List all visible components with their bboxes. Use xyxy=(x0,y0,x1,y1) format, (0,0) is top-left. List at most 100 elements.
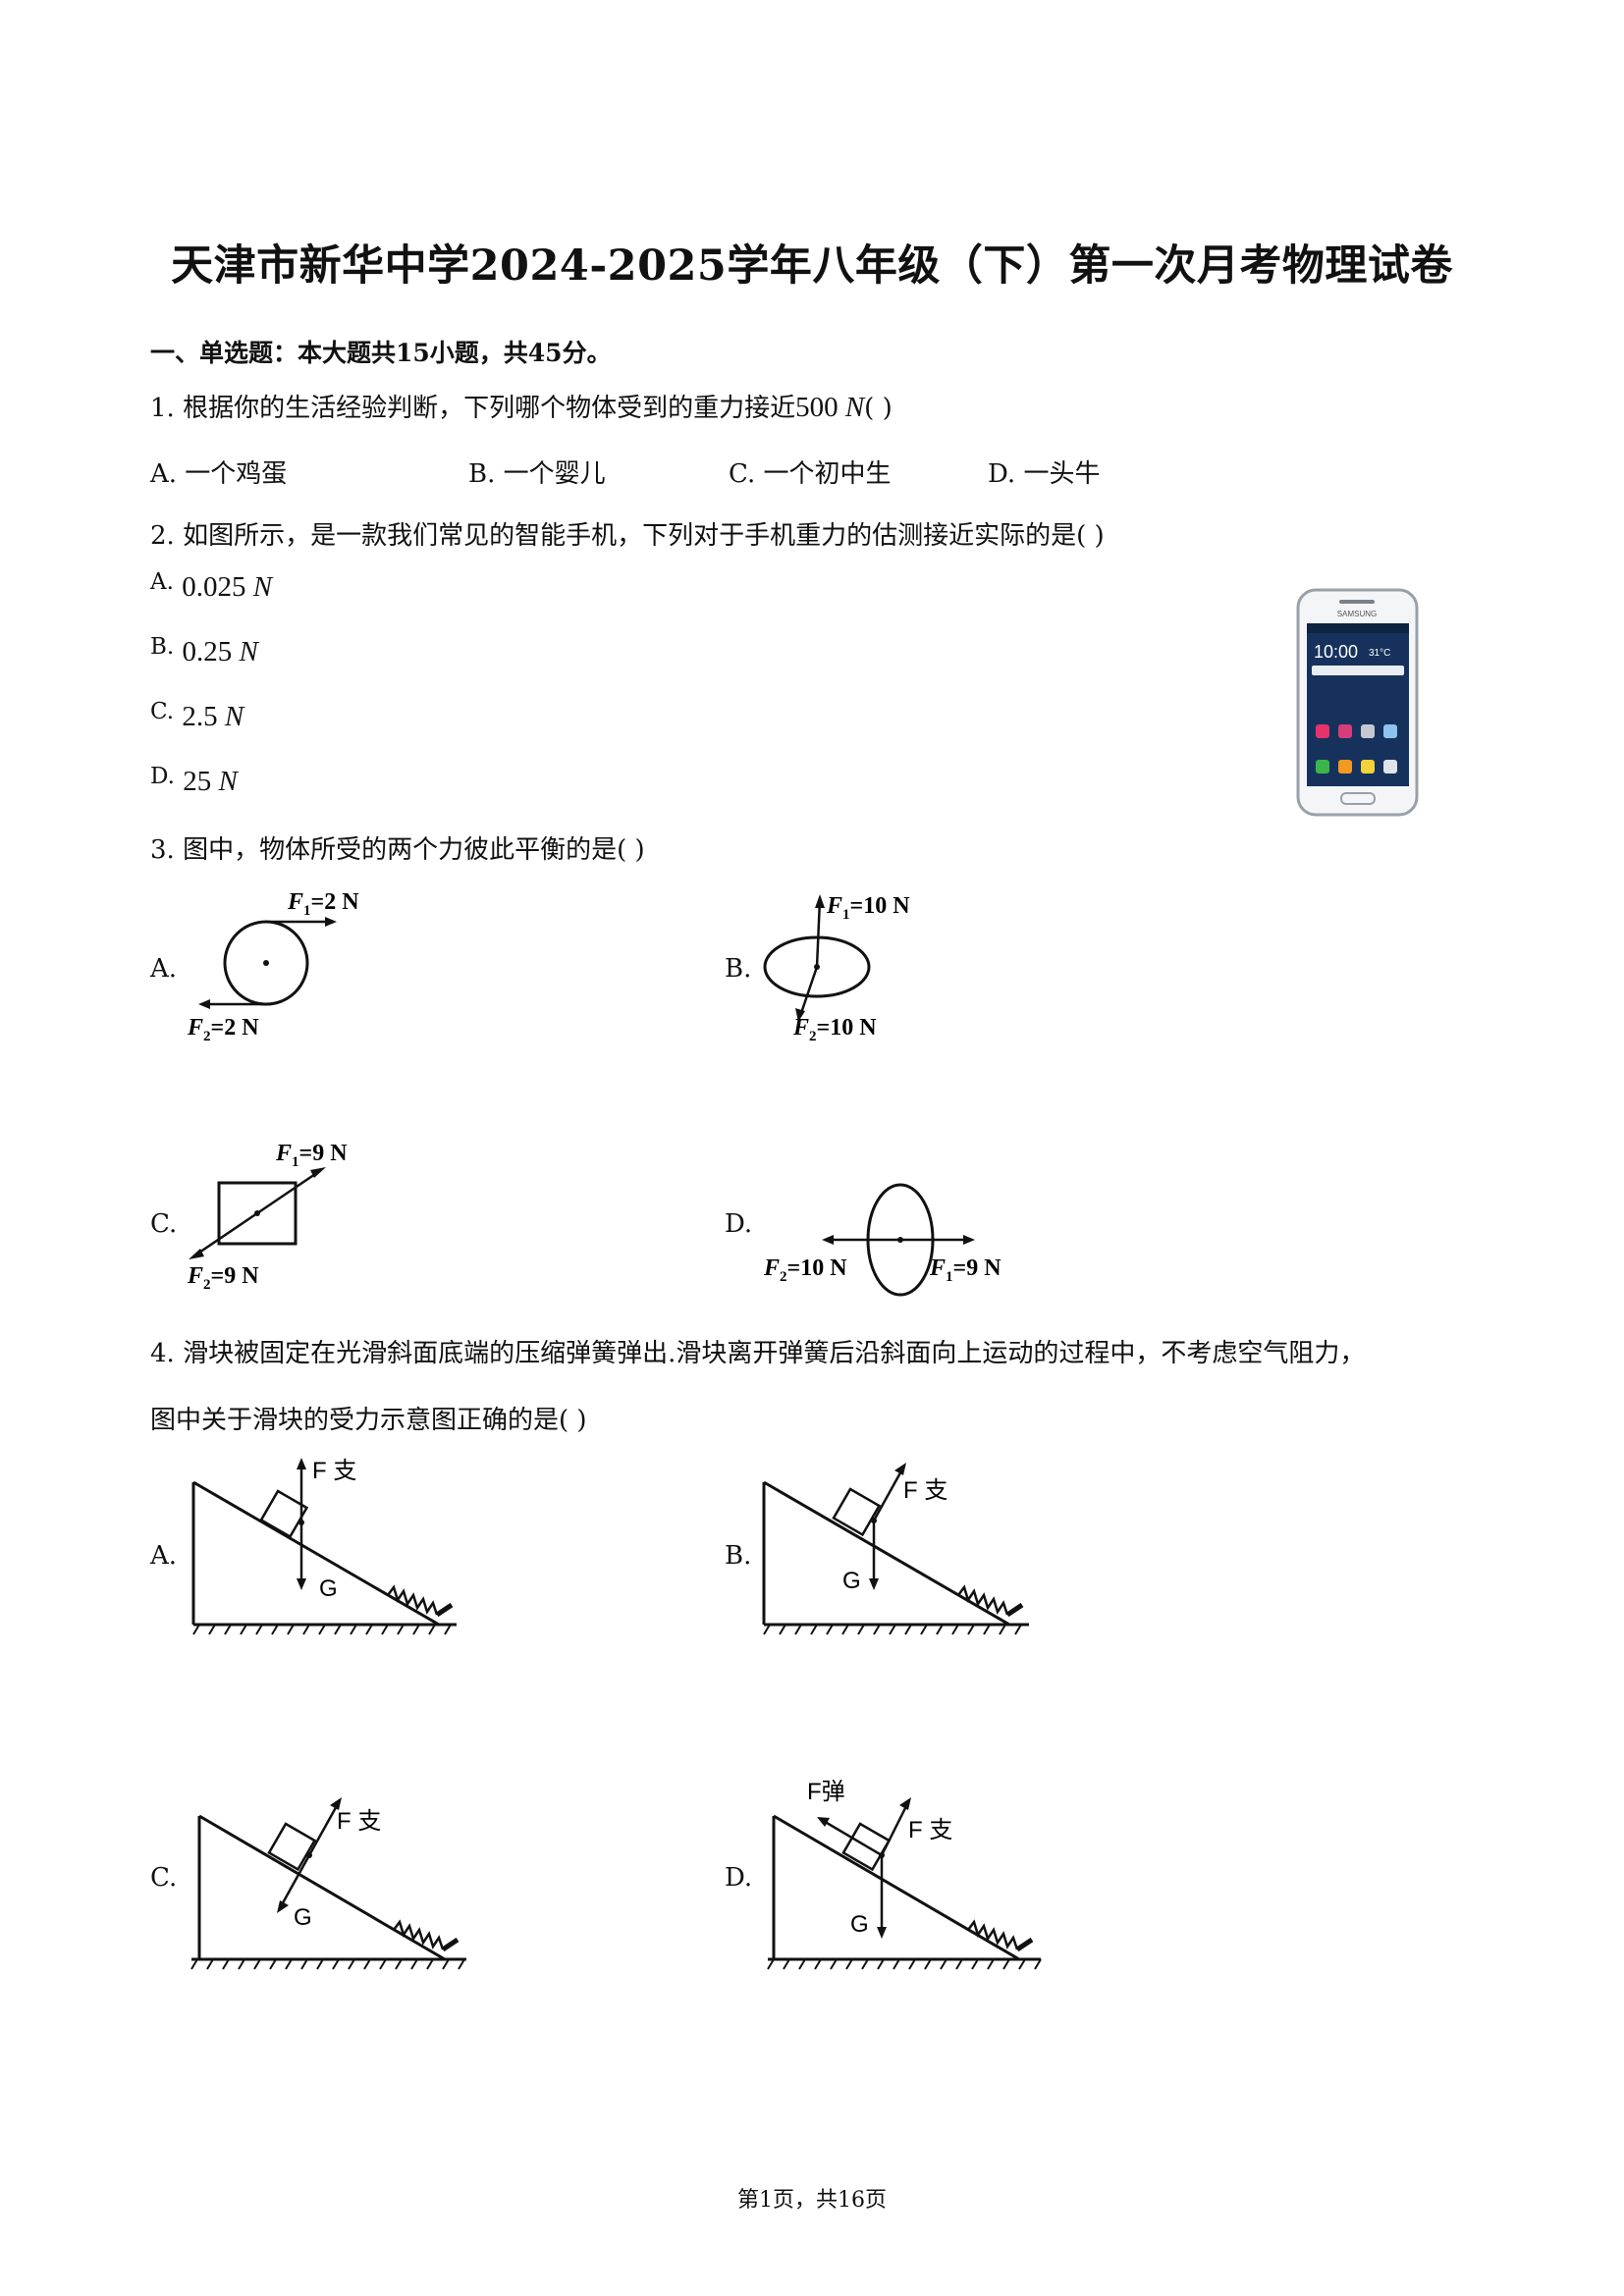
gravity-arrow xyxy=(278,1854,311,1909)
support-force-label: F 支 xyxy=(908,1817,952,1843)
phone-brand: SAMSUNG xyxy=(1337,610,1377,618)
arrowhead-icon xyxy=(297,1578,306,1590)
arrowhead-icon xyxy=(894,1463,906,1475)
f1-label: F1=2 N xyxy=(287,889,359,919)
q4-option-a-letter[interactable]: A. xyxy=(150,1541,178,1571)
question-2-text: 2. 如图所示，是一款我们常见的智能手机，下列对于手机重力的估测接近实际的是( … xyxy=(150,521,1105,551)
phone-home-button xyxy=(1340,792,1376,805)
spring-icon xyxy=(967,1919,1019,1950)
q2-option-c-unit: N xyxy=(224,701,244,732)
block-shape xyxy=(217,1181,298,1246)
spring-base xyxy=(1015,1937,1034,1952)
spring-base xyxy=(1005,1602,1024,1618)
incline xyxy=(762,1480,1029,1627)
q4-figure-b: F 支 G xyxy=(762,1463,1029,1635)
q4-figure-a: F 支 G xyxy=(191,1458,457,1635)
support-force-arrow xyxy=(872,1467,905,1522)
q4-option-d-letter[interactable]: D. xyxy=(725,1863,753,1893)
q3-figure-a: F1=2 N F2=2 N xyxy=(187,889,359,1043)
phone-clock: 10:00 xyxy=(1314,642,1358,662)
force-f2-arrow xyxy=(192,1211,258,1258)
f2-label: F2=10 N xyxy=(792,1015,877,1043)
q1-option-a[interactable]: A. 一个鸡蛋 xyxy=(150,459,288,489)
question-1: 1. 根据你的生活经验判断，下列哪个物体受到的重力接近500 N( ) xyxy=(150,388,893,424)
q3-option-b-letter[interactable]: B. xyxy=(725,954,752,984)
q2-option-a[interactable]: A. 0.025 N xyxy=(150,569,272,604)
gravity-label: G xyxy=(294,1904,312,1931)
app-icon xyxy=(1316,724,1329,738)
arrowhead-icon xyxy=(877,1927,887,1939)
ground-hatching xyxy=(763,1624,1022,1635)
q2-option-b-unit: N xyxy=(239,636,258,667)
arrowhead-icon xyxy=(869,1578,879,1590)
q3-option-a-letter[interactable]: A. xyxy=(150,954,178,984)
spring-base xyxy=(435,1602,454,1618)
spring-icon xyxy=(387,1584,439,1616)
spring-force-label: F弹 xyxy=(807,1779,845,1805)
q3-option-d-letter[interactable]: D. xyxy=(725,1209,753,1239)
force-f2-arrow xyxy=(798,966,819,1017)
q2-option-d-letter: D. xyxy=(150,764,175,789)
messages-app-icon xyxy=(1361,760,1375,774)
q2-option-d[interactable]: D. 25 N xyxy=(150,764,238,798)
app-icon xyxy=(1383,724,1397,738)
f1-label: F1=10 N xyxy=(826,893,910,923)
q2-option-b-letter: B. xyxy=(150,634,175,660)
spring-base xyxy=(441,1937,460,1952)
gravity-label: G xyxy=(842,1568,861,1594)
question-4-text-line-1: 4. 滑块被固定在光滑斜面底端的压缩弹簧弹出.滑块离开弹簧后沿斜面向上运动的过程… xyxy=(150,1339,1366,1368)
f1-label: F1=9 N xyxy=(275,1141,348,1170)
question-1-tail: ( ) xyxy=(864,394,893,423)
phone-screen xyxy=(1307,623,1409,786)
phone-app-grid xyxy=(1316,724,1397,774)
q2-option-c-value: 2.5 xyxy=(182,701,218,732)
contacts-app-icon xyxy=(1338,760,1352,774)
force-f1-arrow xyxy=(815,898,822,968)
arrowhead-icon xyxy=(899,1797,911,1810)
f2-label: F2=2 N xyxy=(187,1015,259,1043)
f2-label: F2=10 N xyxy=(763,1255,847,1285)
question-3-text: 3. 图中，物体所受的两个力彼此平衡的是( ) xyxy=(150,835,645,865)
arrowhead-icon xyxy=(310,1167,326,1178)
apps-grid-icon xyxy=(1383,760,1397,774)
question-1-text: 1. 根据你的生活经验判断，下列哪个物体受到的重力接近 xyxy=(150,394,796,423)
phone-search-bar xyxy=(1312,666,1404,675)
q2-option-c[interactable]: C. 2.5 N xyxy=(150,699,244,733)
q1-option-b[interactable]: B. 一个婴儿 xyxy=(468,459,606,489)
q2-option-a-letter: A. xyxy=(150,569,174,595)
q2-option-b[interactable]: B. 0.25 N xyxy=(150,634,258,668)
question-4-text-line-2: 图中关于滑块的受力示意图正确的是( ) xyxy=(150,1406,587,1435)
question-1-value: 500 xyxy=(795,392,839,423)
q4-option-c-letter[interactable]: C. xyxy=(150,1863,178,1893)
page-title: 天津市新华中学2024-2025学年八年级（下）第一次月考物理试卷 xyxy=(171,241,1453,291)
q4-option-b-letter[interactable]: B. xyxy=(725,1541,752,1571)
support-force-label: F 支 xyxy=(903,1477,947,1504)
support-force-arrow xyxy=(880,1801,910,1856)
force-f1-arrow xyxy=(256,1168,322,1215)
q3-option-c-letter[interactable]: C. xyxy=(150,1209,178,1239)
spring-icon xyxy=(957,1584,1009,1616)
arrowhead-icon xyxy=(822,1235,834,1245)
app-icon xyxy=(1338,724,1352,738)
q4-figure-c: F 支 G xyxy=(190,1797,466,1970)
q2-option-b-value: 0.25 xyxy=(182,636,233,667)
slider-block xyxy=(267,1822,317,1872)
q1-option-d[interactable]: D. 一头牛 xyxy=(988,459,1101,489)
ground-hatching xyxy=(190,1958,465,1970)
ground-hatching xyxy=(767,1958,1042,1970)
gravity-label: G xyxy=(850,1911,869,1938)
arrowhead-icon xyxy=(795,1008,805,1022)
center-point xyxy=(263,960,269,966)
arrowhead-icon xyxy=(330,1797,342,1810)
q3-figure-b: F1=10 N F2=10 N xyxy=(763,893,910,1043)
ground-hatching xyxy=(192,1624,452,1635)
q1-option-c[interactable]: C. 一个初中生 xyxy=(729,459,892,489)
slider-block xyxy=(259,1489,309,1539)
arrowhead-icon xyxy=(817,1817,830,1827)
q3-figure-d: F2=10 N F1=9 N xyxy=(763,1183,1001,1297)
f2-label: F2=9 N xyxy=(187,1263,259,1293)
f1-label: F1=9 N xyxy=(929,1255,1001,1285)
q2-option-d-value: 25 xyxy=(183,766,212,797)
q2-option-d-unit: N xyxy=(218,766,238,797)
phone-speaker xyxy=(1339,600,1375,604)
